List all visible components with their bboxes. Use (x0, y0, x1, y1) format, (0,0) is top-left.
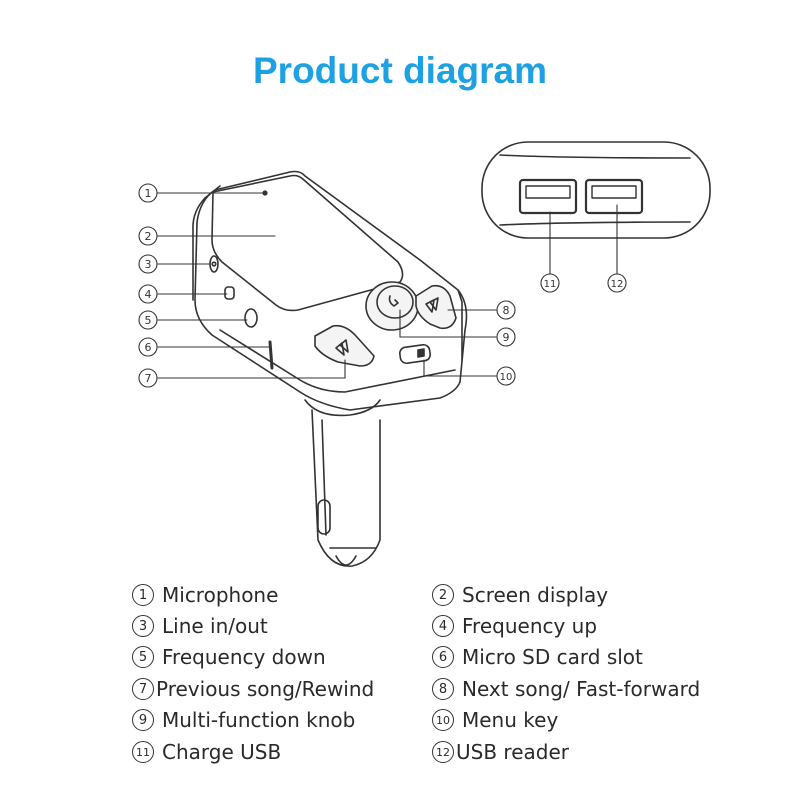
menu-key (399, 343, 431, 365)
callout-4: 4 (145, 288, 152, 301)
previous-button (314, 324, 375, 367)
microphone-hole (262, 190, 268, 196)
next-button (415, 284, 457, 330)
callout-1: 1 (145, 187, 152, 200)
callout-11: 11 (544, 279, 557, 290)
callout-6: 6 (145, 341, 152, 354)
callout-3: 3 (145, 258, 152, 271)
usb-inset (481, 141, 711, 275)
usb-reader-port (584, 178, 644, 215)
callout-9: 9 (503, 331, 510, 344)
car-plug (304, 399, 381, 567)
callout-8: 8 (503, 304, 510, 317)
callout-10: 10 (500, 372, 513, 383)
callout-7: 7 (145, 372, 152, 385)
device-body (192, 170, 468, 411)
freq-down-button (244, 308, 258, 328)
screen-display (211, 174, 404, 312)
callout-2: 2 (145, 230, 152, 243)
page-title: Product diagram (253, 50, 547, 91)
freq-up-button (224, 286, 235, 300)
callout-numbers: 1 2 3 4 5 6 7 8 9 10 11 12 (145, 187, 624, 385)
callout-5: 5 (145, 314, 152, 327)
callout-lines (157, 192, 497, 379)
charge-usb-port (518, 178, 578, 215)
callout-12: 12 (611, 279, 624, 290)
line-in-port (209, 255, 219, 273)
sd-card-slot (268, 340, 274, 370)
multi-function-knob (365, 281, 419, 331)
